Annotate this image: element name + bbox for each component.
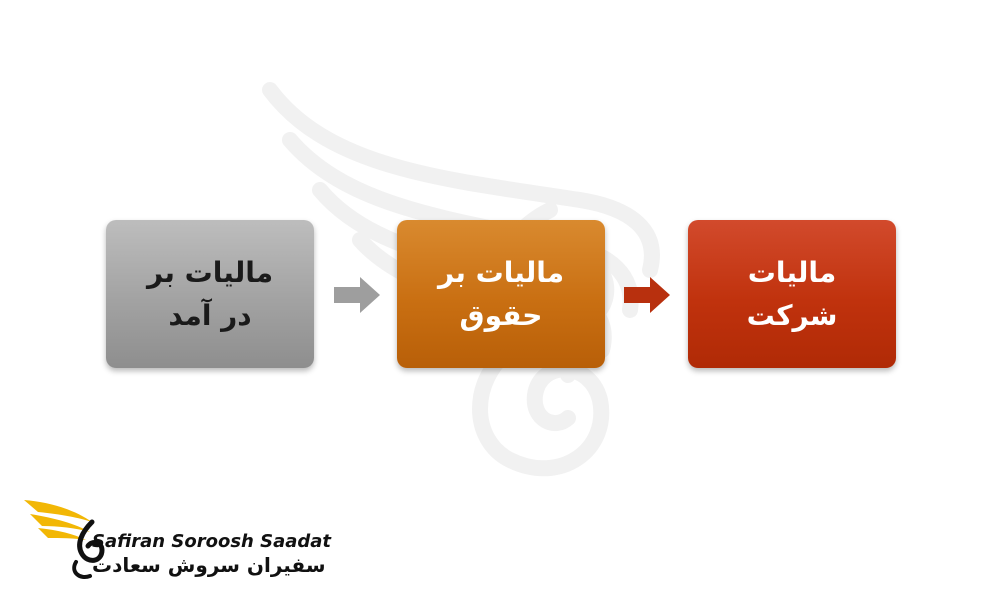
box-label-line1: مالیات بر <box>437 255 565 289</box>
box-label-line1: مالیات بر <box>146 255 274 289</box>
logo-name-en: Safiran Soroosh Saadat <box>92 531 332 552</box>
company-logo-icon <box>24 500 105 579</box>
box-label-line2: حقوق <box>459 299 543 332</box>
income-tax-box: مالیات بر در آمد <box>106 220 314 368</box>
salary-tax-box: مالیات بر حقوق <box>397 220 605 368</box>
arrow-right-icon <box>624 277 670 313</box>
corporate-tax-box: مالیات شرکت <box>688 220 896 368</box>
logo-name-fa: سفیران سروش سعادت <box>92 553 326 577</box>
arrow-right-icon <box>334 277 380 313</box>
box-label-line2: در آمد <box>168 299 252 332</box>
box-label-line1: مالیات <box>747 255 837 289</box>
box-label-line2: شرکت <box>746 299 838 332</box>
